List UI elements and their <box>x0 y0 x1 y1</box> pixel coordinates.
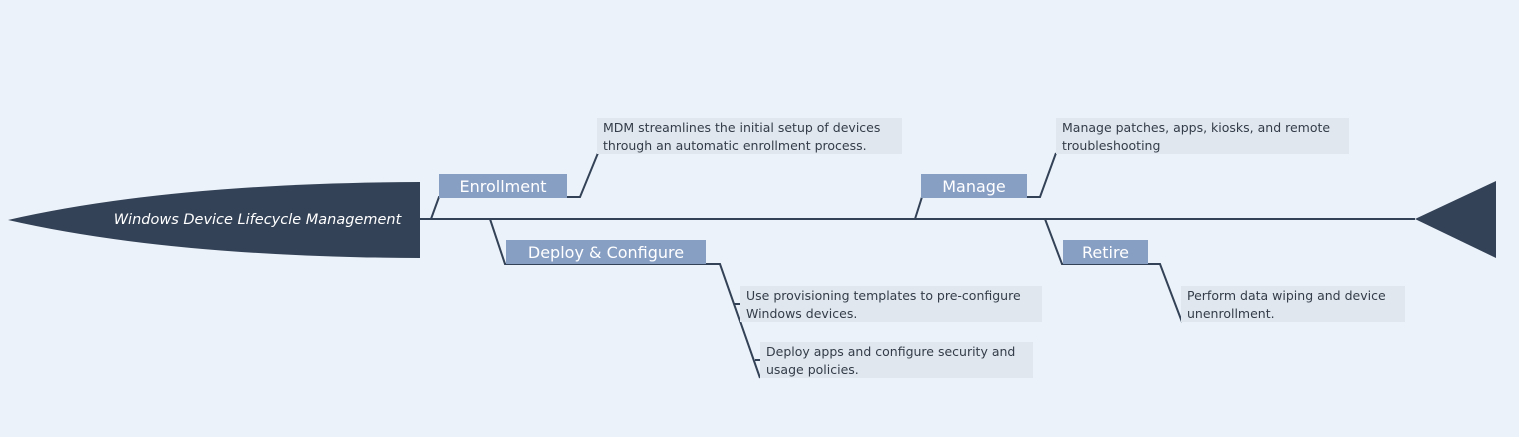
diagram-title: Windows Device Lifecycle Management <box>113 212 402 228</box>
note-deploy-apps-policies: Deploy apps and configure security and u… <box>760 342 1033 378</box>
fish-tail <box>1415 181 1496 258</box>
category-enrollment: Enrollment <box>439 174 567 198</box>
category-manage: Manage <box>921 174 1027 198</box>
note-retire: Perform data wiping and device unenrollm… <box>1181 286 1405 322</box>
category-retire: Retire <box>1063 240 1148 264</box>
branch-retire <box>1044 218 1183 323</box>
category-deploy-configure: Deploy & Configure <box>506 240 706 264</box>
note-enrollment: MDM streamlines the initial setup of dev… <box>597 118 902 154</box>
note-manage: Manage patches, apps, kiosks, and remote… <box>1056 118 1349 154</box>
note-deploy-provisioning: Use provisioning templates to pre-config… <box>740 286 1042 322</box>
fish-head <box>8 182 420 258</box>
